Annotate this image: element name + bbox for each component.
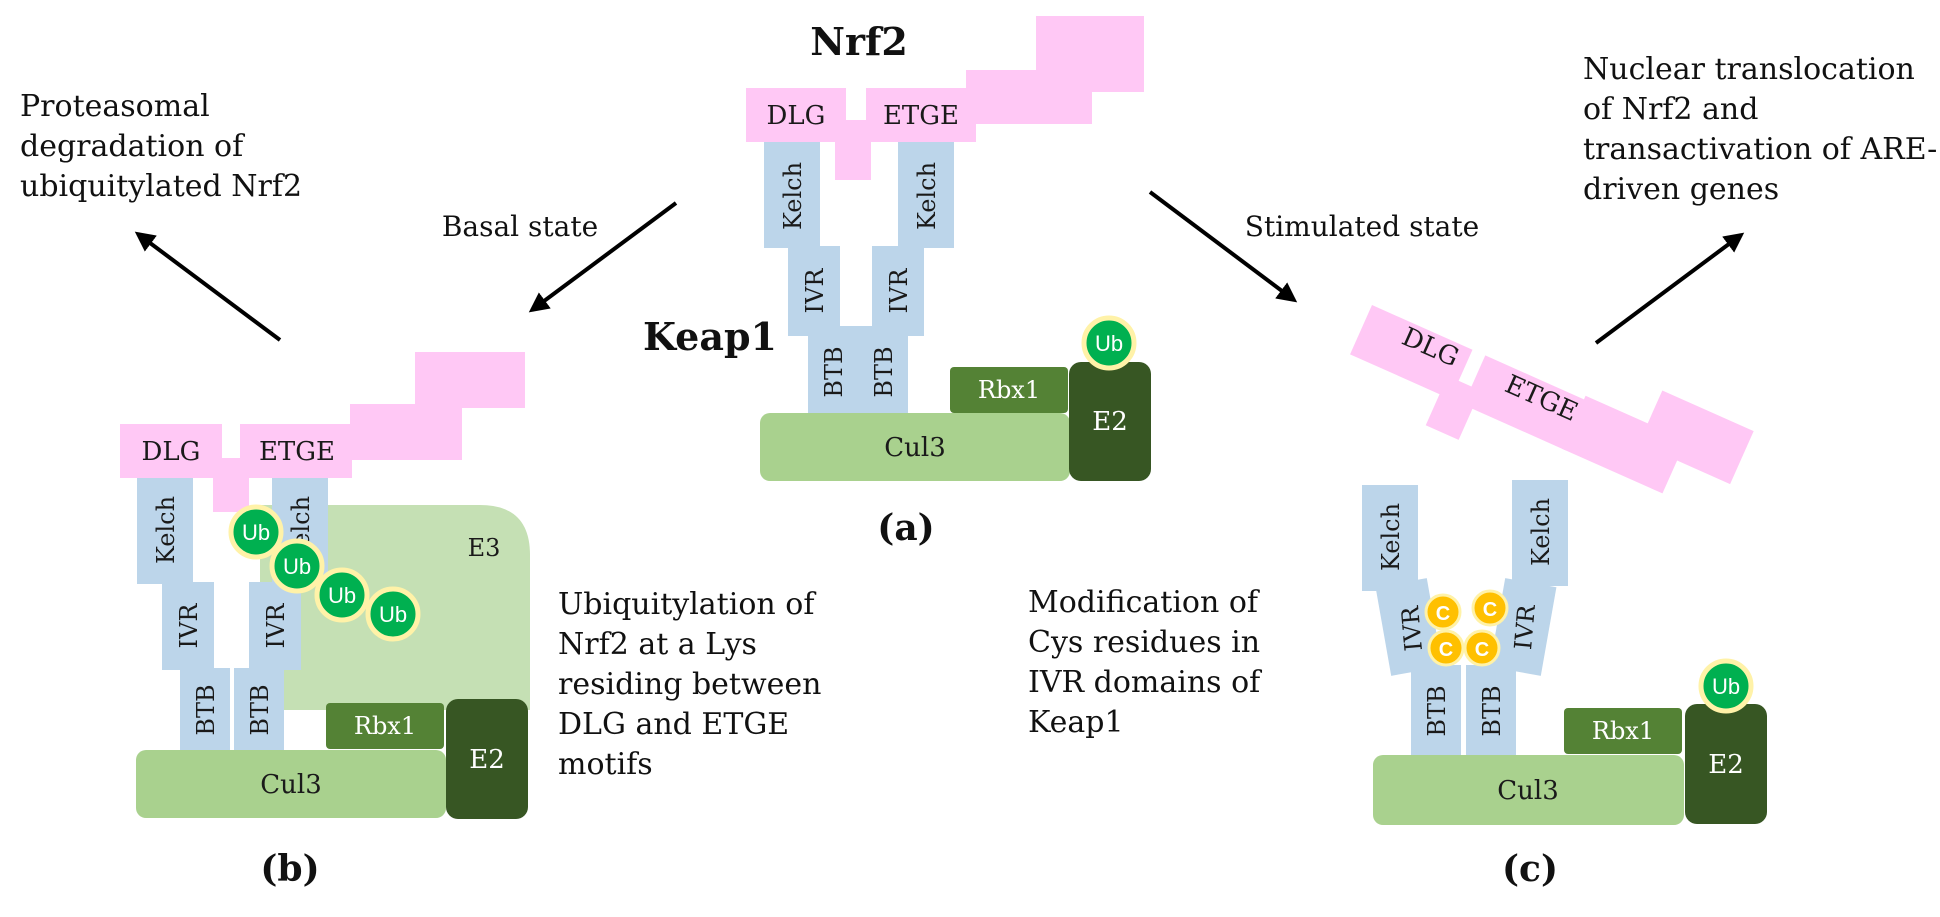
e2-block-c <box>1685 704 1767 824</box>
cys-label-4: C <box>1475 639 1489 661</box>
cys-label-2: C <box>1483 599 1497 621</box>
keap1-title: Keap1 <box>643 314 777 359</box>
rbx1-block-a <box>950 367 1068 413</box>
rbx1-label-a: Rbx1 <box>978 376 1040 404</box>
e2-block-a <box>1069 362 1151 481</box>
cul3-block-a <box>760 413 1070 481</box>
ubiquitin-circle-icon <box>269 538 325 594</box>
nrf2-title: Nrf2 <box>810 19 908 64</box>
ivr-domain-c-left: IVR <box>1396 604 1428 652</box>
cys-label-3: C <box>1439 639 1453 661</box>
arrow-icon <box>134 231 282 342</box>
ivr-domain-b-right: IVR <box>262 603 290 649</box>
panel-b-label: (b) <box>260 848 319 890</box>
ub-label-a: Ub <box>1095 331 1123 356</box>
basal-state-label: Basal state <box>442 210 598 243</box>
e2-block-b <box>446 699 528 819</box>
ub-label-c: Ub <box>1712 674 1740 699</box>
panel-b: E3 DLG ETGE Kelch Kelch IVR IVR BTB BTB … <box>120 352 530 890</box>
kelch-domain-b-left: Kelch <box>152 496 180 564</box>
keap1-dimer-a <box>764 142 954 418</box>
panel-c-label: (c) <box>1502 848 1558 890</box>
dlg-motif-a: DLG <box>767 101 826 131</box>
cul3-block-c <box>1373 755 1684 825</box>
arrow-icon <box>528 201 678 313</box>
nrf2-chain-c <box>1350 305 1754 494</box>
cys-label-1: C <box>1436 603 1450 625</box>
kelch-domain-c-right: Kelch <box>1527 498 1555 566</box>
cysteine-residues: C C C C <box>1424 589 1509 667</box>
nrf2-chain-b <box>120 352 525 512</box>
dlg-motif-b: DLG <box>142 437 201 467</box>
degradation-note: Proteasomal degradation of ubiquitylated… <box>20 89 302 204</box>
cul3-label-a: Cul3 <box>884 433 946 463</box>
ubiquitin-circle-icon <box>365 586 421 642</box>
btb-domain-a-left: BTB <box>820 346 848 397</box>
btb-domain-b-right: BTB <box>246 684 274 735</box>
e2-label-c: E2 <box>1708 750 1744 780</box>
ubiquitin-chain: Ub Ub Ub Ub <box>228 504 421 642</box>
ub-label-b2: Ub <box>283 554 311 579</box>
arrow-icon <box>1594 232 1745 345</box>
ubiquitin-circle-icon <box>1081 315 1137 371</box>
panel-c: DLG ETGE Kelch Kelch IVR IVR BTB BTB C C… <box>1350 305 1767 890</box>
rbx1-label-c: Rbx1 <box>1592 717 1654 745</box>
ubiquitin-circle-icon <box>228 504 284 560</box>
btb-domain-b-left: BTB <box>192 684 220 735</box>
ivr-domain-a-right: IVR <box>885 268 913 314</box>
panel-a-label: (a) <box>877 507 934 549</box>
translocation-note: Nuclear translocation of Nrf2 and transa… <box>1583 52 1940 207</box>
cysteine-circle-icon <box>1424 593 1462 631</box>
kelch-domain-a-left: Kelch <box>779 162 807 230</box>
ubiquitin-circle-icon <box>1698 658 1754 714</box>
btb-domain-c-left: BTB <box>1423 685 1451 736</box>
ubiquitin-circle-icon <box>314 567 370 623</box>
cul3-label-c: Cul3 <box>1497 776 1559 806</box>
arrow-icon <box>1148 190 1298 303</box>
cysteine-circle-icon <box>1427 629 1465 667</box>
ivr-domain-c-right: IVR <box>1509 603 1541 651</box>
ub-label-b4: Ub <box>379 602 407 627</box>
cul3-label-b: Cul3 <box>260 770 322 800</box>
etge-motif-a: ETGE <box>883 101 959 131</box>
e2-label-b: E2 <box>469 745 505 775</box>
modification-note: Modification of Cys residues in IVR doma… <box>1028 585 1270 740</box>
e2-label-a: E2 <box>1092 407 1128 437</box>
cysteine-circle-icon <box>1463 629 1501 667</box>
keap1-dimer-b <box>137 478 328 754</box>
cul3-block-b <box>136 750 446 818</box>
kelch-domain-a-right: Kelch <box>913 162 941 230</box>
etge-motif-b: ETGE <box>259 437 335 467</box>
ub-label-b3: Ub <box>328 583 356 608</box>
ubiquitylation-note: Ubiquitylation of Nrf2 at a Lys residing… <box>558 587 831 782</box>
nrf2-chain-a <box>746 16 1144 180</box>
stimulated-state-label: Stimulated state <box>1245 210 1479 243</box>
rbx1-block-c <box>1564 708 1682 754</box>
rbx1-block-b <box>326 703 444 749</box>
ivr-domain-b-left: IVR <box>175 603 203 649</box>
cysteine-circle-icon <box>1471 589 1509 627</box>
e3-label: E3 <box>468 534 501 562</box>
btb-domain-c-right: BTB <box>1478 685 1506 736</box>
rbx1-label-b: Rbx1 <box>354 712 416 740</box>
ivr-domain-a-left: IVR <box>801 268 829 314</box>
ub-label-b1: Ub <box>242 520 270 545</box>
panel-a: Nrf2 DLG ETGE Kelch Kelch IVR IVR BTB BT… <box>643 16 1151 549</box>
kelch-domain-c-left: Kelch <box>1377 503 1405 571</box>
btb-domain-a-right: BTB <box>870 346 898 397</box>
